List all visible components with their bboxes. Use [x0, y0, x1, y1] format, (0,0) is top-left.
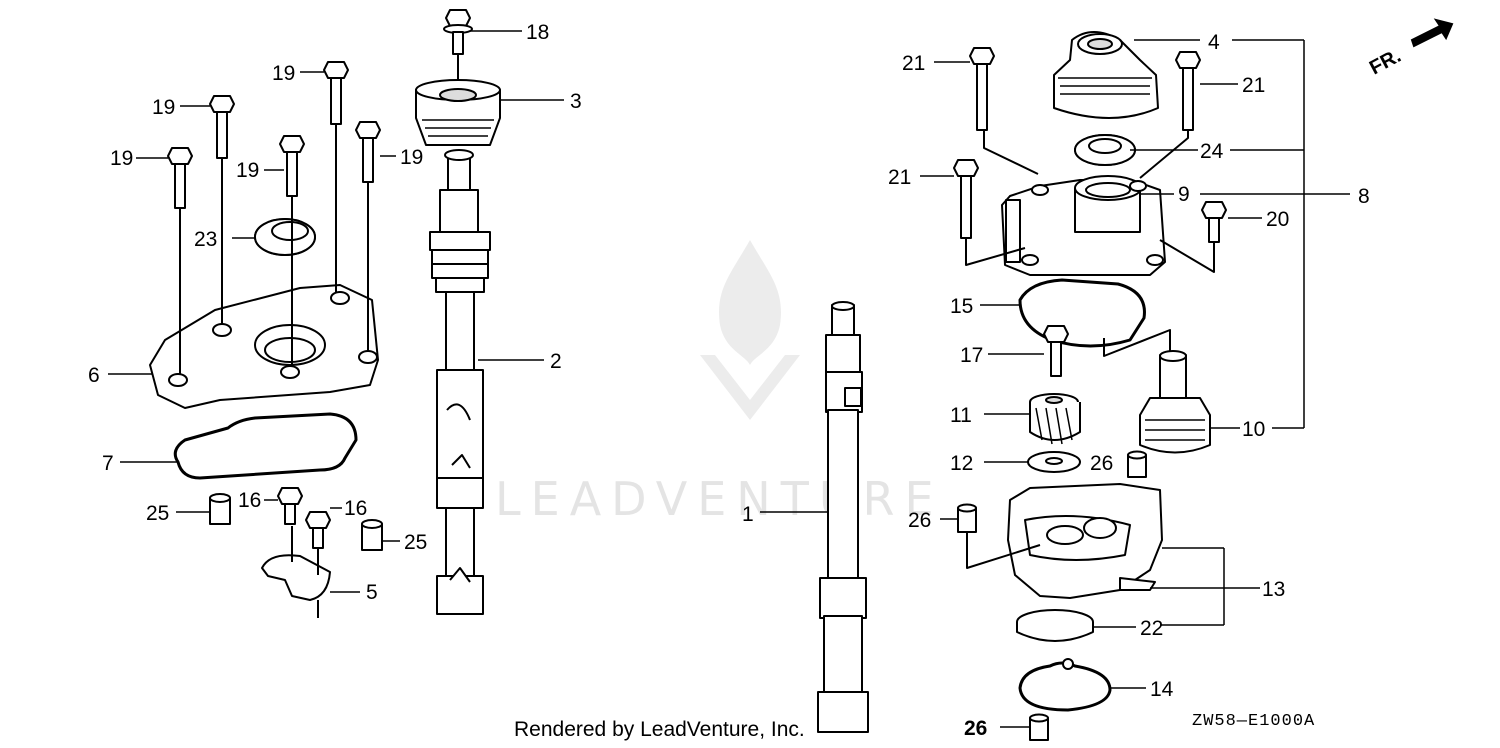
callout-21: 21 — [1242, 74, 1266, 97]
bolt-19-d — [323, 61, 349, 125]
diagram-code: ZW58—E1000A — [1192, 712, 1316, 731]
housing-9 — [1001, 175, 1166, 276]
callout-22: 22 — [1140, 617, 1164, 640]
gasket-15 — [1018, 278, 1146, 348]
callout-19: 19 — [400, 146, 424, 169]
callout-3: 3 — [570, 90, 582, 113]
callout-11: 11 — [950, 404, 972, 427]
bolt-21-a — [969, 47, 995, 131]
gasket-14 — [1018, 661, 1112, 712]
watermark-text: LEADVENTURE — [495, 472, 944, 526]
callout-19: 19 — [152, 96, 176, 119]
callout-16: 16 — [344, 497, 368, 520]
callout-8: 8 — [1358, 185, 1370, 208]
callout-18: 18 — [526, 21, 550, 44]
pulley-4 — [1053, 31, 1159, 119]
washer-12 — [1027, 451, 1081, 473]
callout-25: 25 — [146, 502, 170, 525]
callout-15: 15 — [950, 295, 974, 318]
bolt-19-b — [209, 95, 235, 159]
bolt-19-e — [355, 121, 381, 183]
bolt-21-b — [1175, 51, 1201, 131]
callout-13: 13 — [1262, 578, 1286, 601]
gear-10 — [1139, 350, 1211, 454]
callout-6: 6 — [88, 364, 100, 387]
callout-26: 26 — [964, 717, 988, 740]
dowel-26-c — [1029, 713, 1049, 741]
callout-17: 17 — [960, 344, 984, 367]
gear-11 — [1029, 393, 1081, 445]
shaft-1 — [817, 301, 869, 733]
dowel-26-a — [1127, 450, 1147, 478]
callout-1: 1 — [742, 503, 754, 526]
callout-23: 23 — [194, 228, 218, 251]
plate-5 — [261, 554, 331, 601]
callout-10: 10 — [1242, 418, 1266, 441]
callout-26: 26 — [1090, 452, 1114, 475]
callout-9: 9 — [1178, 183, 1190, 206]
seal-23 — [254, 218, 316, 256]
callout-21: 21 — [888, 166, 912, 189]
callout-21: 21 — [902, 52, 926, 75]
callout-20: 20 — [1266, 208, 1290, 231]
bolt-18 — [443, 9, 473, 55]
callout-5: 5 — [366, 581, 378, 604]
bolt-16-a — [277, 487, 303, 525]
callout-14: 14 — [1150, 678, 1174, 701]
watermark-logo — [700, 240, 800, 420]
callout-19: 19 — [272, 62, 296, 85]
case-13 — [1007, 483, 1163, 599]
callout-2: 2 — [550, 350, 562, 373]
bolt-16-b — [305, 511, 331, 549]
seal-24 — [1074, 134, 1136, 166]
callout-26: 26 — [908, 509, 932, 532]
callout-7: 7 — [102, 452, 114, 475]
callout-4: 4 — [1208, 31, 1220, 54]
bolt-19-a — [167, 147, 193, 209]
bolt-19-c — [279, 135, 305, 197]
callout-25: 25 — [404, 531, 428, 554]
bolt-21-c — [953, 159, 979, 239]
callout-16: 16 — [238, 489, 262, 512]
callout-19: 19 — [110, 147, 134, 170]
callout-12: 12 — [950, 452, 974, 475]
o-ring-22 — [1016, 609, 1094, 642]
collar-25-b — [361, 519, 383, 551]
front-arrow-icon — [1410, 18, 1454, 48]
shaft-2 — [429, 149, 491, 615]
cover-6 — [149, 284, 379, 409]
dowel-26-b — [957, 503, 977, 533]
callout-24: 24 — [1200, 140, 1224, 163]
gasket-7 — [173, 412, 358, 480]
bolt-20 — [1201, 201, 1227, 243]
callout-19: 19 — [236, 159, 260, 182]
pulley-3 — [415, 79, 501, 146]
collar-25-a — [209, 493, 231, 525]
bolt-17 — [1043, 325, 1069, 377]
rendered-by-credit: Rendered by LeadVenture, Inc. — [514, 718, 805, 741]
